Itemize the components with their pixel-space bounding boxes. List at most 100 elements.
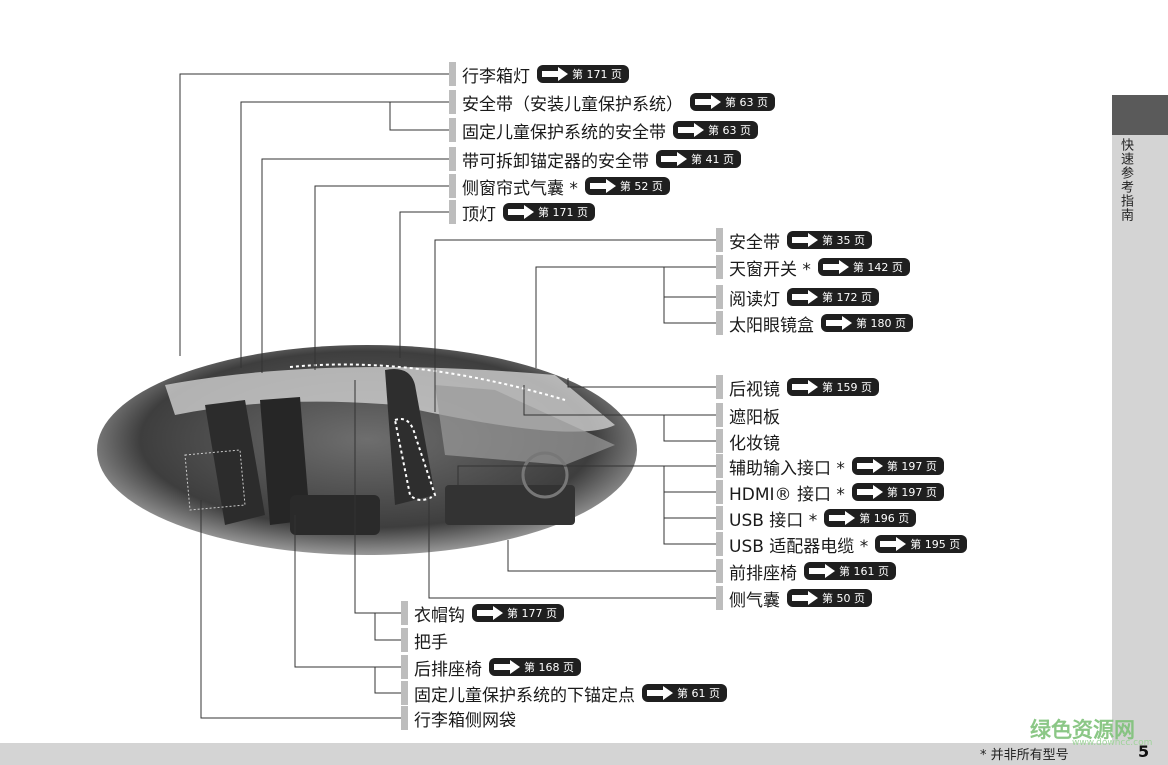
callout-lower-anchors: 固定儿童保护系统的下锚定点 第 61 页 bbox=[401, 681, 727, 706]
page-ref-text: 第 171 页 bbox=[538, 206, 588, 219]
callout-label: HDMI® 接口 * bbox=[729, 484, 845, 505]
page-ref-text: 第 50 页 bbox=[822, 592, 865, 605]
callout-label: USB 接口 * bbox=[729, 510, 818, 531]
arrow-right-icon bbox=[791, 380, 819, 394]
page-ref-badge[interactable]: 第 41 页 bbox=[656, 150, 741, 168]
arrow-right-icon bbox=[541, 67, 569, 81]
callout-label: 辅助输入接口 * bbox=[729, 458, 845, 479]
arrow-right-icon bbox=[808, 564, 836, 578]
page-ref-badge[interactable]: 第 63 页 bbox=[673, 121, 758, 139]
callout-label: 后视镜 bbox=[729, 379, 780, 400]
page-ref-badge[interactable]: 第 171 页 bbox=[537, 65, 629, 83]
page-ref-text: 第 35 页 bbox=[822, 234, 865, 247]
arrow-right-icon bbox=[493, 660, 521, 674]
callout-label: 带可拆卸锚定器的安全带 bbox=[462, 151, 649, 172]
callout-label: 固定儿童保护系统的下锚定点 bbox=[414, 685, 635, 706]
arrow-right-icon bbox=[507, 205, 535, 219]
callout-label: 侧气囊 bbox=[729, 590, 780, 611]
page-ref-badge[interactable]: 第 63 页 bbox=[690, 93, 775, 111]
page-ref-badge[interactable]: 第 171 页 bbox=[503, 203, 595, 221]
page-ref-text: 第 180 页 bbox=[856, 317, 906, 330]
arrow-right-icon bbox=[791, 233, 819, 247]
page-ref-badge[interactable]: 第 177 页 bbox=[472, 604, 564, 622]
arrow-right-icon bbox=[476, 606, 504, 620]
page-ref-badge[interactable]: 第 197 页 bbox=[851, 457, 944, 475]
arrow-right-icon bbox=[856, 485, 884, 499]
arrow-right-icon bbox=[646, 686, 674, 700]
page-ref-badge[interactable]: 第 168 页 bbox=[489, 658, 581, 676]
page-ref-text: 第 159 页 bbox=[822, 381, 872, 394]
watermark-url: www.downcc.com bbox=[1072, 738, 1153, 748]
callout-child-seat-belt: 固定儿童保护系统的安全带 第 63 页 bbox=[449, 118, 758, 143]
callout-sun-visor: 遮阳板 bbox=[716, 403, 780, 428]
arrow-right-icon bbox=[791, 591, 819, 605]
callout-label: 化妆镜 bbox=[729, 433, 780, 454]
arrow-right-icon bbox=[677, 123, 705, 137]
callout-label: 衣帽钩 bbox=[414, 605, 465, 626]
page-ref-badge[interactable]: 第 159 页 bbox=[787, 378, 879, 396]
page-ref-text: 第 171 页 bbox=[572, 68, 622, 81]
bottom-bar bbox=[0, 743, 1168, 765]
callout-vanity-mirror: 化妆镜 bbox=[716, 429, 780, 454]
callout-usb-adapter-cable: USB 适配器电缆 * 第 195 页 bbox=[716, 532, 968, 557]
callout-label: 行李箱侧网袋 bbox=[414, 710, 516, 731]
callout-seatbelt-child-seat: 安全带（安装儿童保护系统） 第 63 页 bbox=[449, 90, 775, 115]
page-ref-badge[interactable]: 第 35 页 bbox=[787, 231, 872, 249]
callout-label: 顶灯 bbox=[462, 204, 496, 225]
watermark-logo: 绿色资源网 bbox=[1030, 718, 1135, 742]
arrow-right-icon bbox=[694, 95, 722, 109]
callout-label: 行李箱灯 bbox=[462, 66, 530, 87]
callout-trunk-light: 行李箱灯 第 171 页 bbox=[449, 62, 629, 87]
page-ref-badge[interactable]: 第 161 页 bbox=[804, 562, 896, 580]
page-ref-text: 第 41 页 bbox=[691, 153, 734, 166]
callout-front-seat: 前排座椅 第 161 页 bbox=[716, 559, 896, 584]
page-ref-text: 第 197 页 bbox=[886, 486, 937, 499]
page-ref-badge[interactable]: 第 61 页 bbox=[642, 684, 727, 702]
arrow-right-icon bbox=[879, 537, 907, 551]
callout-hdmi-port: HDMI® 接口 * 第 197 页 bbox=[716, 480, 944, 505]
arrow-right-icon bbox=[828, 511, 856, 525]
callout-grab-handle: 把手 bbox=[401, 628, 448, 653]
page-ref-text: 第 196 页 bbox=[859, 512, 910, 525]
page-ref-badge[interactable]: 第 197 页 bbox=[851, 483, 944, 501]
page-ref-badge[interactable]: 第 142 页 bbox=[817, 258, 910, 276]
page-ref-badge[interactable]: 第 50 页 bbox=[787, 589, 872, 607]
page-ref-text: 第 61 页 bbox=[677, 687, 720, 700]
page-ref-text: 第 63 页 bbox=[725, 96, 768, 109]
callout-trunk-side-net: 行李箱侧网袋 bbox=[401, 706, 516, 731]
callout-rearview-mirror: 后视镜 第 159 页 bbox=[716, 375, 879, 400]
page-ref-text: 第 172 页 bbox=[822, 291, 872, 304]
callout-coat-hook: 衣帽钩 第 177 页 bbox=[401, 601, 564, 626]
page-ref-badge[interactable]: 第 172 页 bbox=[787, 288, 879, 306]
callout-side-curtain-airbag: 侧窗帘式气囊 * 第 52 页 bbox=[449, 174, 670, 199]
callout-label: 天窗开关 * bbox=[729, 259, 811, 280]
callout-seatbelt: 安全带 第 35 页 bbox=[716, 228, 872, 253]
page-number: 5 bbox=[1138, 742, 1150, 761]
section-tab bbox=[1112, 95, 1168, 135]
callout-aux-jack: 辅助输入接口 * 第 197 页 bbox=[716, 454, 944, 479]
page-ref-text: 第 197 页 bbox=[886, 460, 937, 473]
callout-label: 把手 bbox=[414, 632, 448, 653]
callout-label: 阅读灯 bbox=[729, 289, 780, 310]
callout-label: 遮阳板 bbox=[729, 407, 780, 428]
page-ref-text: 第 168 页 bbox=[524, 661, 574, 674]
callout-reading-light: 阅读灯 第 172 页 bbox=[716, 285, 879, 310]
page-ref-badge[interactable]: 第 195 页 bbox=[875, 535, 968, 553]
callout-detachable-anchor-belt: 带可拆卸锚定器的安全带 第 41 页 bbox=[449, 147, 741, 172]
callout-rear-seat: 后排座椅 第 168 页 bbox=[401, 655, 581, 680]
arrow-right-icon bbox=[856, 459, 884, 473]
callout-label: 太阳眼镜盒 bbox=[729, 315, 814, 336]
page-ref-badge[interactable]: 第 180 页 bbox=[821, 314, 913, 332]
callout-label: 安全带（安装儿童保护系统） bbox=[462, 94, 683, 115]
callout-label: 前排座椅 bbox=[729, 563, 797, 584]
callout-label: 后排座椅 bbox=[414, 659, 482, 680]
page-ref-badge[interactable]: 第 196 页 bbox=[824, 509, 917, 527]
callout-label: 固定儿童保护系统的安全带 bbox=[462, 122, 666, 143]
callout-label: 安全带 bbox=[729, 232, 780, 253]
arrow-right-icon bbox=[791, 290, 819, 304]
page-ref-badge[interactable]: 第 52 页 bbox=[584, 177, 670, 195]
callout-side-airbag: 侧气囊 第 50 页 bbox=[716, 586, 872, 611]
arrow-right-icon bbox=[825, 316, 853, 330]
page-ref-text: 第 63 页 bbox=[708, 124, 751, 137]
callout-label: USB 适配器电缆 * bbox=[729, 536, 869, 557]
